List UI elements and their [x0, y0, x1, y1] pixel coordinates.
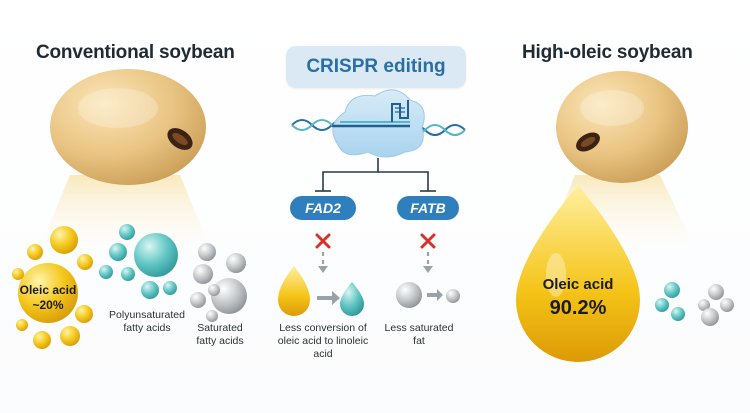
cas9-complex-icon — [332, 89, 425, 158]
conversion-arrow-icon — [317, 291, 340, 305]
right-title: High-oleic soybean — [522, 42, 693, 63]
arrowhead-icon — [318, 266, 328, 273]
dashed-arrow-icon — [321, 252, 430, 268]
fatb-pill — [397, 196, 459, 220]
right-oleic-value: 90.2% — [549, 297, 607, 319]
poly-label: Polyunsaturated fatty acids — [109, 309, 185, 334]
saturated-label: Saturated fatty acids — [196, 322, 244, 347]
inhibition-connectors — [315, 158, 436, 192]
left-oleic-name: Oleic acid — [19, 283, 77, 297]
arrowhead-icon — [423, 266, 433, 273]
oleic-oil-drop-icon — [516, 185, 640, 362]
fad2-caption: Less conversion of oleic acid to linolei… — [277, 322, 369, 360]
gene-fatb-label: FATB — [410, 200, 446, 216]
saturated-molecules — [190, 243, 247, 322]
fad2-pill — [290, 196, 356, 220]
oil-drop-icon — [278, 266, 310, 316]
left-title: Conventional soybean — [36, 42, 235, 63]
left-oleic-value: ~20% — [32, 298, 64, 312]
right-oleic-name: Oleic acid — [542, 276, 614, 293]
small-ball-icon — [446, 289, 460, 303]
polyunsaturated-molecules — [99, 224, 178, 299]
crispr-title-box — [286, 46, 466, 88]
saturated-ball-icon — [396, 282, 422, 308]
oleic-acid-molecules — [12, 226, 93, 349]
conversion-arrow-icon — [427, 289, 443, 301]
block-x-icon — [315, 233, 436, 249]
high-oleic-soybean-icon — [556, 71, 688, 183]
left-oleic-label: Oleic acid ~20% — [14, 283, 82, 313]
gene-fad2-label: FAD2 — [305, 200, 341, 216]
teal-drop-icon — [340, 282, 364, 316]
fatb-caption: Less saturated fat — [384, 322, 454, 347]
center-title: CRISPR editing — [306, 56, 446, 77]
residual-molecules — [655, 282, 734, 326]
conventional-soybean-icon — [50, 69, 206, 185]
